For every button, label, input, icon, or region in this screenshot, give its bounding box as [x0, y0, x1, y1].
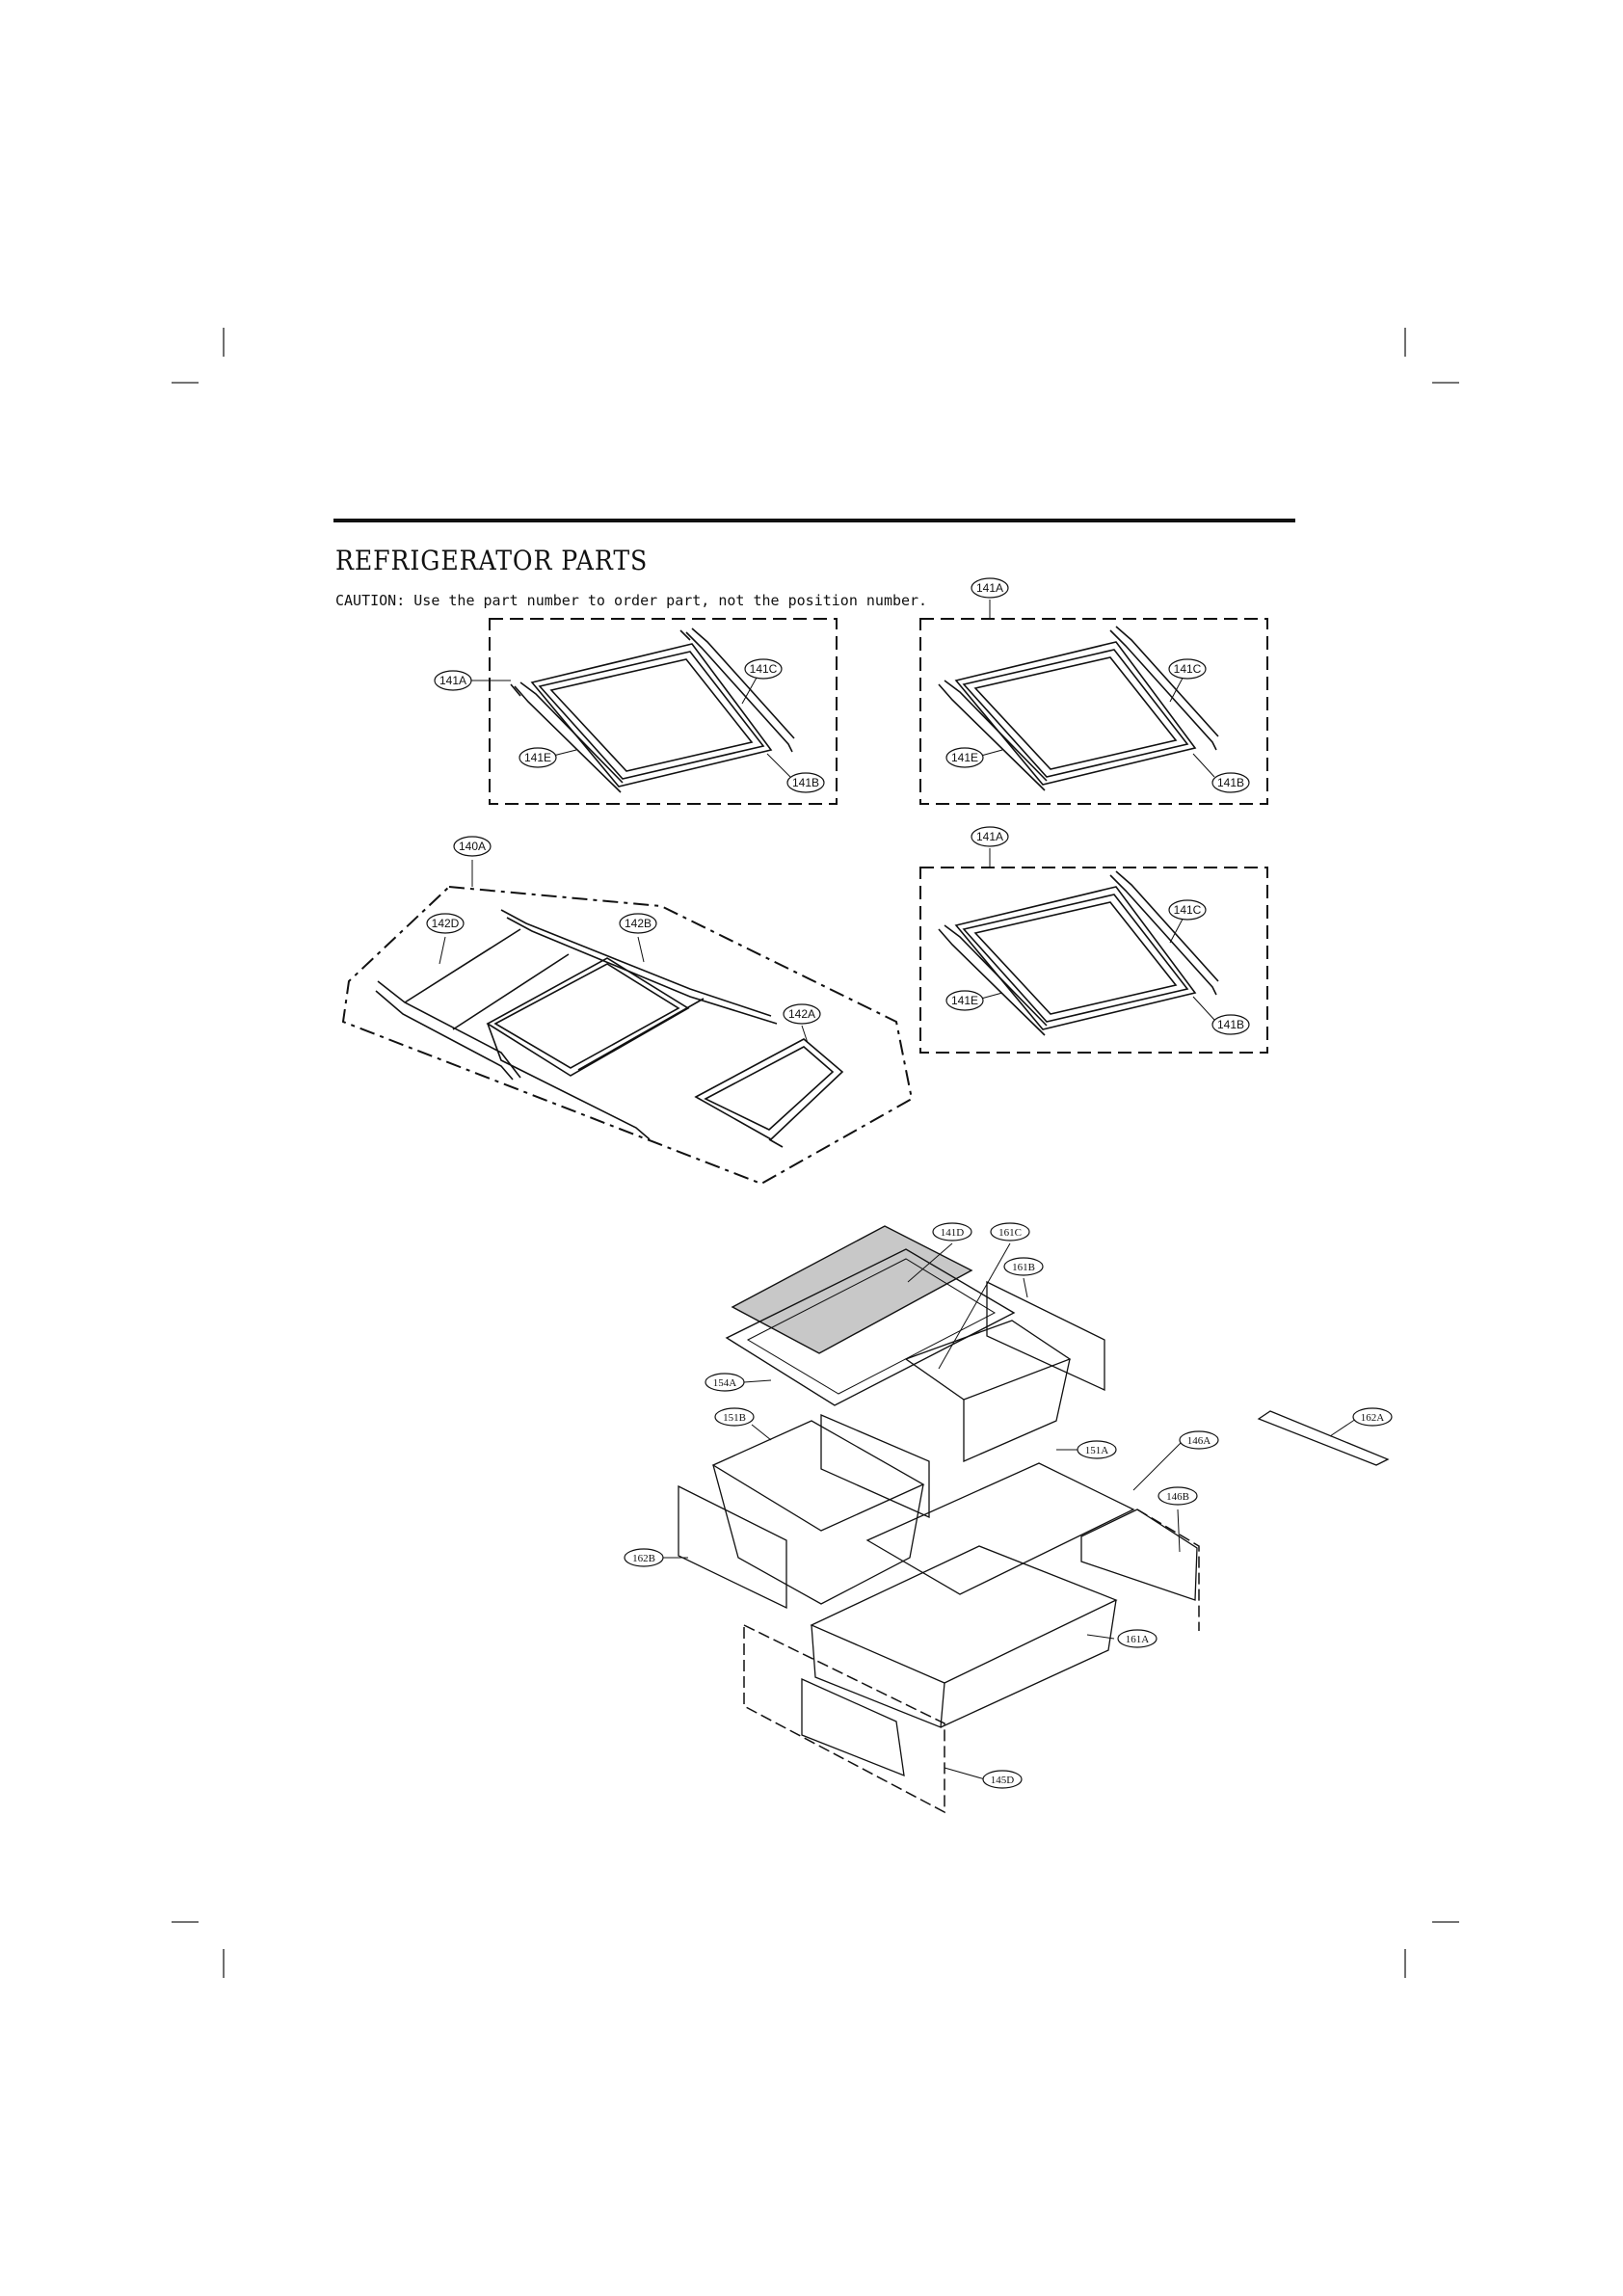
callout-label: 141B: [792, 776, 819, 789]
callout-bubble: [1211, 1014, 1250, 1035]
callout-141b: 141B: [786, 772, 825, 793]
callout-bubble: [1211, 772, 1250, 793]
callout-140a: 140A: [453, 836, 492, 857]
page-title: REFRIGERATOR PARTS: [335, 545, 649, 576]
callout-bubble: [783, 1003, 821, 1025]
callout-141e: 141E: [945, 990, 984, 1011]
callout-label: 142D: [432, 917, 460, 930]
callout-142a: 142A: [783, 1003, 821, 1025]
callout-bubble: [1157, 1486, 1198, 1506]
callout-141e: 141E: [945, 747, 984, 768]
shelf-group-top-right: [919, 600, 1268, 805]
callout-bubble: [705, 1373, 745, 1392]
callout-bubble: [744, 658, 783, 680]
callout-bubble: [990, 1222, 1030, 1241]
callout-161c: 161C: [990, 1222, 1030, 1241]
callout-label: 141B: [1217, 1018, 1244, 1031]
callout-bubble: [932, 1222, 972, 1241]
shelf-group-top-left: [470, 618, 838, 805]
callout-162b: 162B: [624, 1548, 664, 1567]
callout-141a: 141A: [434, 670, 472, 691]
callout-151a: 151A: [1077, 1440, 1117, 1459]
callout-bubble: [1003, 1257, 1044, 1276]
callout-141d: 141D: [932, 1222, 972, 1241]
callout-141a: 141A: [971, 826, 1009, 847]
callout-label: 151B: [723, 1412, 746, 1424]
callout-label: 161A: [1126, 1634, 1150, 1645]
callout-label: 141C: [1174, 662, 1202, 676]
callout-label: 161B: [1012, 1262, 1035, 1273]
callout-141b: 141B: [1211, 772, 1250, 793]
callout-label: 146B: [1166, 1491, 1189, 1503]
callout-label: 146A: [1187, 1435, 1211, 1447]
callout-label: 162A: [1361, 1412, 1385, 1424]
callout-label: 141D: [941, 1227, 965, 1239]
caution-note: CAUTION: Use the part number to order pa…: [335, 592, 928, 609]
callout-bubble: [971, 577, 1009, 599]
callout-bubble: [945, 747, 984, 768]
callout-141c: 141C: [1168, 658, 1207, 680]
callout-bubble: [624, 1548, 664, 1567]
callout-bubble: [971, 826, 1009, 847]
header-rule: [333, 519, 1295, 522]
callout-bubble: [619, 913, 657, 934]
crisper-assembly: [663, 1225, 1390, 1814]
callout-label: 141C: [1174, 903, 1202, 917]
callout-145d: 145D: [982, 1770, 1023, 1789]
callout-151b: 151B: [714, 1407, 755, 1427]
callout-141a: 141A: [971, 577, 1009, 599]
callout-141c: 141C: [744, 658, 783, 680]
callout-label: 141E: [524, 751, 551, 764]
crop-marks: [172, 328, 1459, 1978]
callout-141c: 141C: [1168, 899, 1207, 921]
callout-bubble: [519, 747, 557, 768]
callout-161b: 161B: [1003, 1257, 1044, 1276]
shelf-group-mid-right: [919, 848, 1268, 1054]
callout-bubble: [1168, 899, 1207, 921]
callout-bubble: [945, 990, 984, 1011]
callout-154a: 154A: [705, 1373, 745, 1392]
callout-162a: 162A: [1352, 1407, 1393, 1427]
callout-bubble: [714, 1407, 755, 1427]
shelf-group-folding: [341, 860, 914, 1186]
callout-label: 141E: [951, 751, 978, 764]
callout-label: 142A: [788, 1007, 815, 1021]
callout-label: 141A: [976, 830, 1003, 843]
callout-label: 141C: [750, 662, 778, 676]
callout-label: 141E: [951, 994, 978, 1007]
callout-label: 141A: [976, 581, 1003, 595]
callout-146b: 146B: [1157, 1486, 1198, 1506]
callout-bubble: [982, 1770, 1023, 1789]
callout-label: 154A: [713, 1377, 737, 1389]
callout-label: 141A: [439, 674, 466, 687]
callout-bubble: [1077, 1440, 1117, 1459]
callout-141b: 141B: [1211, 1014, 1250, 1035]
callout-label: 151A: [1085, 1445, 1109, 1456]
callout-146a: 146A: [1179, 1430, 1219, 1450]
callout-bubble: [453, 836, 492, 857]
callout-bubble: [434, 670, 472, 691]
callout-label: 141B: [1217, 776, 1244, 789]
callout-label: 161C: [998, 1227, 1022, 1239]
callout-bubble: [1352, 1407, 1393, 1427]
callout-label: 140A: [459, 840, 486, 853]
callout-bubble: [1179, 1430, 1219, 1450]
callout-bubble: [1168, 658, 1207, 680]
callout-label: 162B: [632, 1553, 655, 1564]
callout-label: 142B: [625, 917, 652, 930]
callout-bubble: [426, 913, 465, 934]
callout-142d: 142D: [426, 913, 465, 934]
callout-bubble: [1117, 1629, 1157, 1648]
callouts: 141A 141C 141E 141B 141A 141C 141E 141B 141A 141C…: [426, 577, 1393, 1789]
callout-161a: 161A: [1117, 1629, 1157, 1648]
callout-label: 145D: [991, 1775, 1015, 1786]
callout-141e: 141E: [519, 747, 557, 768]
callout-bubble: [786, 772, 825, 793]
callout-142b: 142B: [619, 913, 657, 934]
